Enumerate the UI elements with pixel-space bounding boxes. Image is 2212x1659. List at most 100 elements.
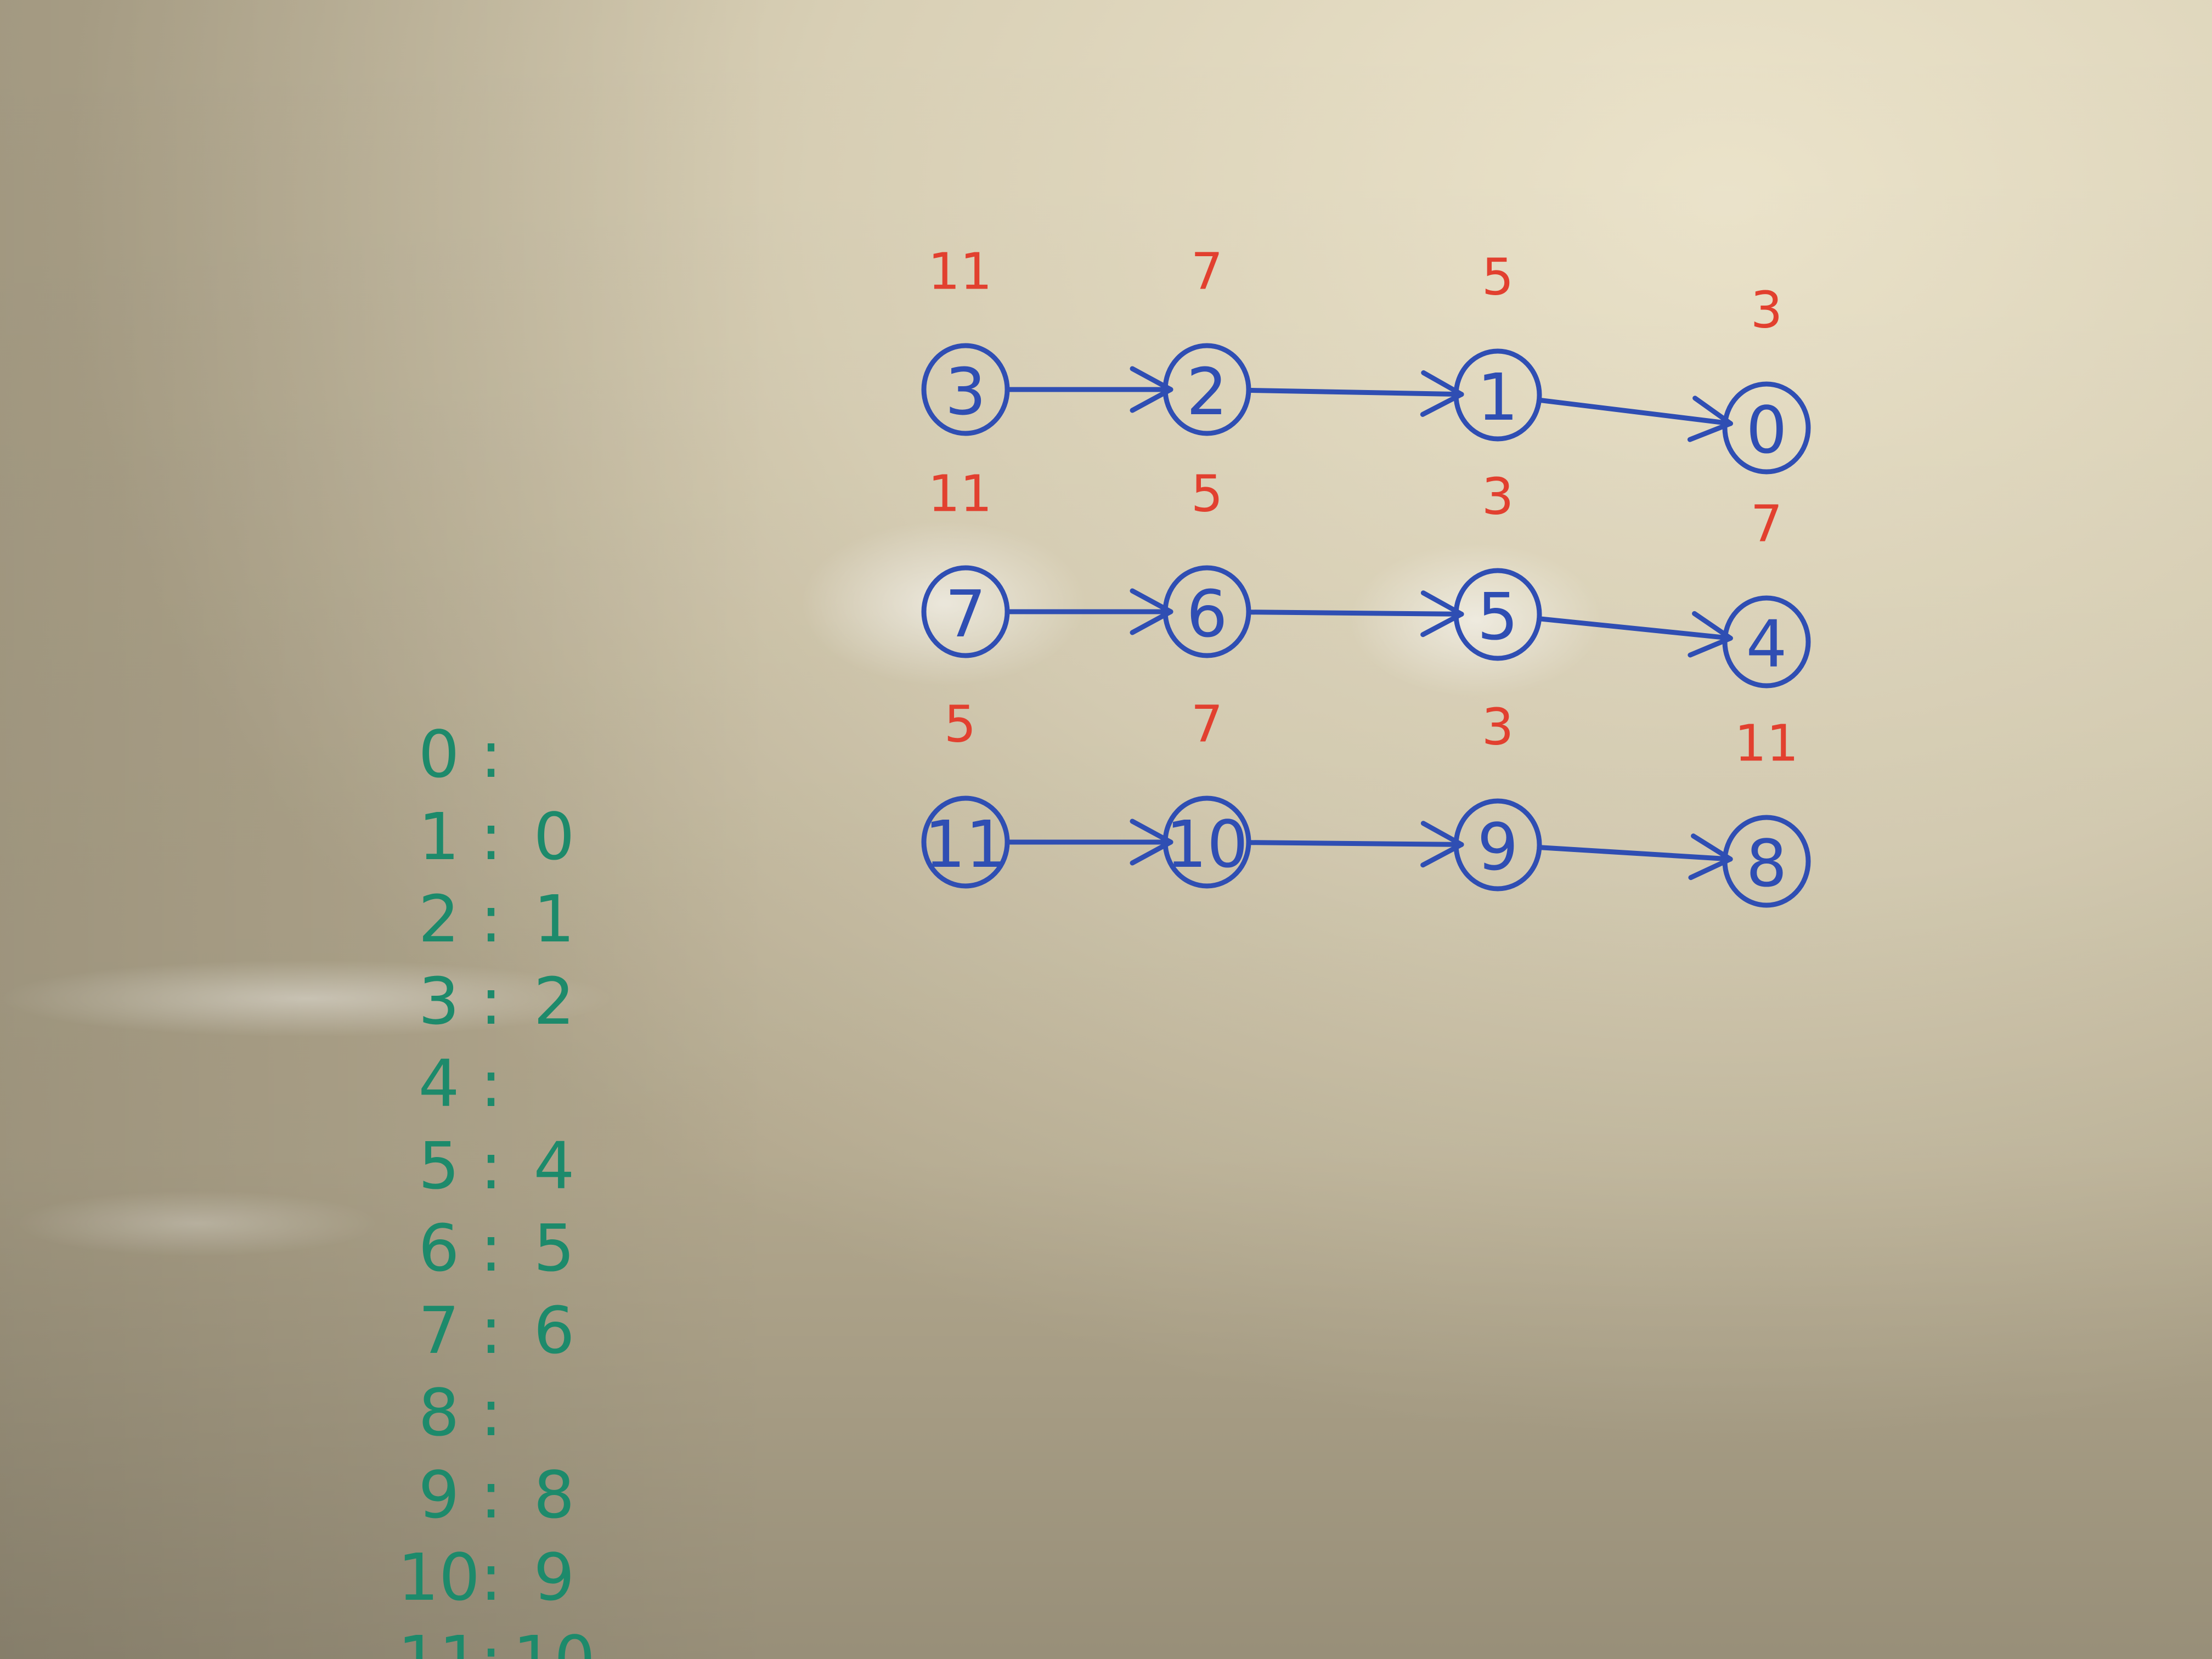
table-value: 4 (533, 1128, 574, 1204)
node-label: 7 (945, 576, 986, 652)
table-separator: : (480, 799, 502, 874)
table-key: 1 (418, 799, 459, 874)
table-value: 6 (533, 1293, 574, 1368)
table-value: 8 (533, 1457, 574, 1533)
node-label: 11 (924, 806, 1007, 882)
node-circle (1453, 798, 1542, 891)
table-row: 7:6 (418, 1293, 574, 1368)
parent-table: 0:1:02:13:24:5:46:57:68:9:810:911:10 (398, 716, 595, 1659)
edge-2-to-1 (1246, 370, 1464, 417)
table-value: 0 (533, 799, 574, 874)
edge-9-to-8 (1537, 833, 1733, 881)
weight-label: 3 (1482, 467, 1514, 526)
table-separator: : (480, 963, 502, 1039)
node-label: 2 (1186, 354, 1227, 430)
table-row: 3:2 (418, 963, 574, 1039)
node-label: 4 (1746, 606, 1787, 682)
node-6: 65 (1163, 465, 1251, 658)
table-row: 5:4 (418, 1128, 574, 1204)
node-circle (1453, 348, 1542, 442)
weight-label: 5 (1191, 465, 1223, 523)
table-separator: : (480, 1046, 502, 1121)
node-label: 1 (1477, 359, 1518, 435)
table-row: 8: (418, 1375, 501, 1451)
node-circle (1163, 343, 1251, 436)
table-separator: : (480, 1457, 502, 1533)
edge-6-to-5 (1246, 590, 1464, 637)
table-key: 7 (418, 1293, 459, 1368)
table-value: 9 (533, 1539, 574, 1615)
weight-label: 11 (928, 465, 992, 523)
node-label: 6 (1186, 576, 1227, 652)
node-circle (1163, 565, 1251, 658)
node-circle (921, 565, 1010, 658)
weight-label: 5 (944, 695, 977, 754)
table-key: 8 (418, 1375, 459, 1451)
table-value: 2 (533, 963, 574, 1039)
edge-5-to-4 (1537, 611, 1733, 658)
node-label: 9 (1477, 809, 1518, 885)
weight-label: 7 (1191, 695, 1223, 754)
table-key: 10 (398, 1539, 480, 1615)
weight-label: 3 (1751, 281, 1783, 340)
node-circle (1163, 795, 1251, 889)
table-row: 2:1 (418, 881, 574, 957)
table-key: 4 (418, 1046, 459, 1121)
node-circle (1453, 568, 1542, 661)
node-1: 15 (1453, 248, 1542, 442)
node-label: 0 (1746, 392, 1787, 468)
table-separator: : (480, 1210, 502, 1286)
node-2: 27 (1163, 242, 1251, 436)
node-4: 47 (1722, 495, 1811, 689)
table-key: 6 (418, 1210, 459, 1286)
node-10: 10 7 (1163, 695, 1251, 889)
table-separator: : (480, 881, 502, 957)
table-row: 9:8 (418, 1457, 574, 1533)
table-key: 3 (418, 963, 459, 1039)
table-row: 11:10 (398, 1622, 595, 1659)
node-circle (1722, 815, 1811, 908)
node-3: 311 (921, 242, 1010, 436)
node-11: 11 5 (921, 695, 1010, 889)
node-label: 5 (1477, 579, 1518, 654)
table-value: 5 (533, 1210, 574, 1286)
edge-3-to-2 (1005, 366, 1173, 413)
node-label: 10 (1166, 806, 1248, 882)
table-value: 1 (533, 881, 574, 957)
weight-label: 11 (1734, 714, 1798, 773)
node-7: 7 11 (921, 465, 1010, 658)
weight-label: 3 (1482, 698, 1514, 757)
table-separator: : (480, 1293, 502, 1368)
table-value: 10 (513, 1622, 595, 1659)
table-row: 1:0 (418, 799, 574, 874)
table-separator: : (480, 716, 502, 792)
node-circle (1722, 595, 1811, 689)
edge-1-to-0 (1536, 396, 1733, 442)
weight-label: 7 (1751, 495, 1783, 554)
table-key: 5 (418, 1128, 459, 1204)
edge-7-to-6 (1005, 588, 1173, 635)
weight-label: 7 (1191, 242, 1223, 301)
node-8: 8 11 (1722, 714, 1811, 908)
edge-11-to-10 (1005, 819, 1173, 866)
node-5: 53 (1453, 467, 1542, 661)
node-label: 8 (1746, 826, 1787, 901)
table-separator: : (480, 1622, 502, 1659)
node-9: 93 (1453, 698, 1542, 891)
table-key: 2 (418, 881, 459, 957)
table-key: 0 (418, 716, 459, 792)
weight-label: 5 (1482, 248, 1514, 307)
node-circle (921, 343, 1010, 436)
table-row: 6:5 (418, 1210, 574, 1286)
table-separator: : (480, 1128, 502, 1204)
table-key: 9 (418, 1457, 459, 1533)
node-label: 3 (945, 354, 986, 430)
node-circle (1722, 381, 1811, 475)
